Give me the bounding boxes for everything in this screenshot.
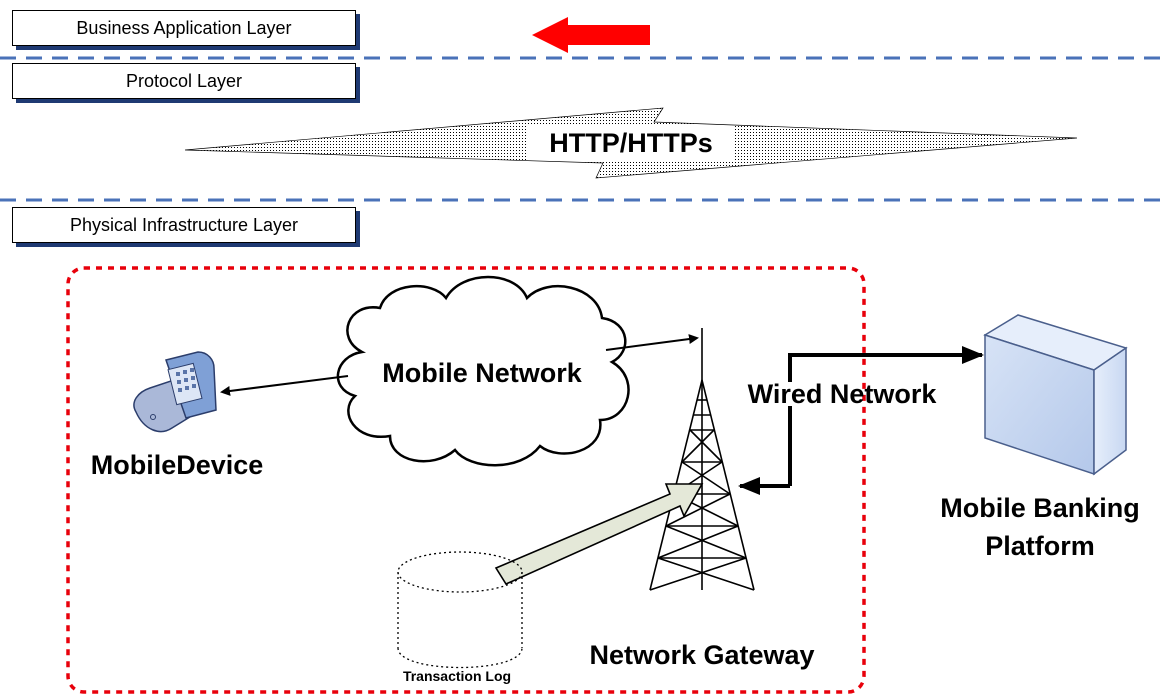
physical-boundary [66, 266, 866, 694]
transmission-tower-icon [649, 328, 755, 591]
banking-platform-label-line1: Mobile Banking [940, 493, 1140, 523]
transaction-log-arrow [494, 483, 704, 586]
business-application-layer-label: Business Application Layer [12, 10, 356, 46]
http-band [184, 107, 1078, 179]
mobile-network-label: Mobile Network [382, 358, 583, 388]
banking-platform-label-line2: Platform [985, 531, 1095, 561]
physical-infrastructure-layer-label: Physical Infrastructure Layer [12, 207, 356, 243]
wired-network-label: Wired Network [748, 379, 938, 409]
protocol-layer-label: Protocol Layer [12, 63, 356, 99]
mobile-device-label: MobileDevice [91, 450, 264, 480]
http-label: HTTP/HTTPs [549, 128, 713, 158]
cloud-icon [336, 275, 630, 467]
database-icon [397, 551, 523, 669]
network-gateway-label: Network Gateway [589, 640, 814, 670]
red-left-arrow [532, 17, 650, 53]
mobile-phone-icon [133, 351, 217, 433]
wired-connector [788, 353, 965, 486]
arrow-cloud-to-phone [220, 375, 349, 396]
arrow-cloud-to-tower [605, 334, 699, 351]
transaction-log-label: Transaction Log [403, 668, 511, 684]
server-icon [983, 314, 1128, 476]
